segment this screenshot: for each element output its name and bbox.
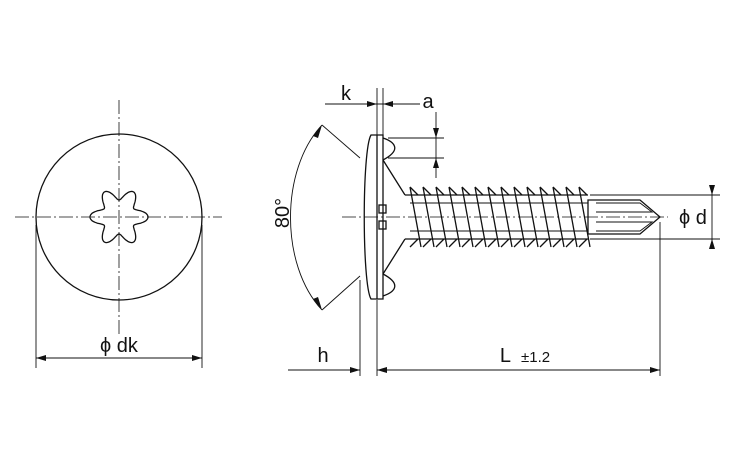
thread-helix — [409, 186, 591, 248]
thread-crest — [435, 186, 448, 248]
thread-crest — [565, 186, 578, 248]
six-lobe-recess-icon — [89, 190, 149, 244]
thread-crest — [448, 186, 461, 248]
dk-arrow-left — [36, 355, 46, 361]
drill-point — [587, 199, 662, 235]
length-tolerance-label: ±1.2 — [521, 349, 550, 366]
top-view: ϕ dk — [15, 100, 222, 368]
washer-height-label: h — [317, 345, 328, 367]
head-outline — [35, 133, 203, 301]
head-height-label: k — [341, 83, 352, 105]
thread-crest — [422, 186, 435, 248]
d-arrow-bottom — [709, 239, 715, 249]
thread-crest — [461, 186, 474, 248]
shank-diameter-label: ϕ d — [679, 207, 707, 229]
k-arrow-right — [383, 101, 393, 107]
washer-face — [363, 134, 384, 300]
countersink-underside — [382, 159, 406, 275]
head-dome — [382, 137, 396, 297]
L-arrow-left — [377, 367, 387, 373]
thread-crest — [526, 186, 539, 248]
head-diameter-label: ϕ dk — [100, 335, 139, 357]
dk-arrow-right — [192, 355, 202, 361]
thread-crest — [487, 186, 500, 248]
side-view: k a 80° ϕ d h L ±1.2 — [272, 83, 720, 376]
countersink-angle-label: 80° — [272, 198, 294, 228]
a-arrow-top — [433, 128, 439, 138]
d-arrow-top — [709, 185, 715, 195]
angle-leg-bottom — [321, 275, 361, 311]
thread-crest — [474, 186, 487, 248]
a-arrow-bottom — [433, 158, 439, 168]
thread-crest — [409, 186, 422, 248]
drill-flute-top — [596, 202, 654, 213]
k-arrow-left — [367, 101, 377, 107]
recess-slot-bottom — [378, 220, 387, 230]
h-arrow — [350, 367, 360, 373]
length-label: L — [500, 345, 511, 367]
drill-flute-bottom — [596, 221, 654, 232]
angle-arrow-top — [313, 125, 322, 138]
thread-crest — [500, 186, 513, 248]
recess-depth-label: a — [422, 91, 434, 113]
thread-crest — [552, 186, 565, 248]
thread-crest — [578, 186, 591, 248]
angle-arc — [290, 124, 323, 311]
recess-slot-top — [378, 204, 387, 214]
angle-leg-top — [321, 124, 361, 159]
angle-arrow-bottom — [313, 297, 322, 310]
L-arrow-right — [650, 367, 660, 373]
thread-crest — [539, 186, 552, 248]
thread-crest — [513, 186, 526, 248]
